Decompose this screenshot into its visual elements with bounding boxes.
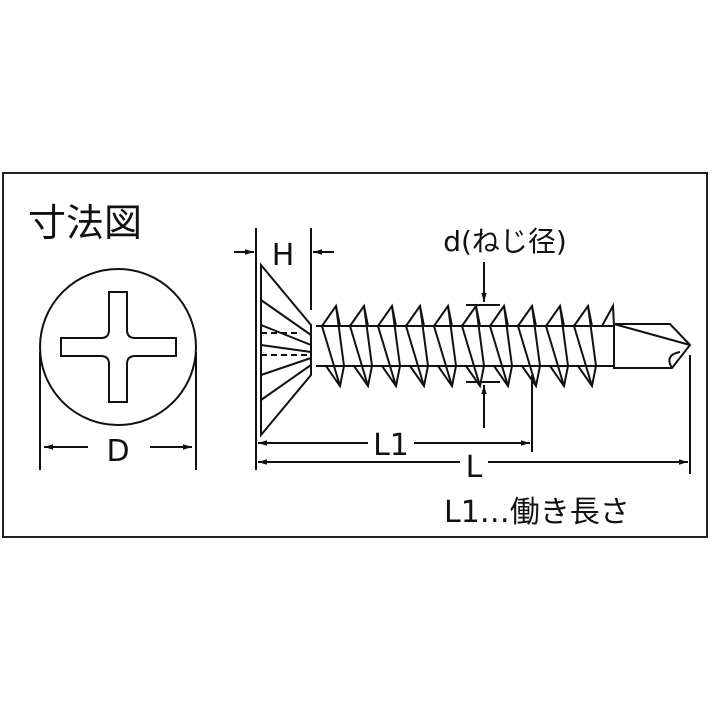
thread-diameter-label: d(ねじ径) — [443, 225, 567, 258]
working-length-label: L1 — [373, 428, 409, 463]
title: 寸法図 — [28, 201, 142, 245]
screw-side-view — [260, 262, 692, 438]
head-height-dimension — [234, 228, 334, 470]
head-top-view — [39, 268, 197, 470]
length-dimensions — [258, 355, 691, 474]
total-length-label: L — [466, 450, 483, 485]
head-diameter-label: D — [106, 434, 129, 469]
phillips-cross-icon — [60, 291, 177, 403]
head-height-label: H — [272, 238, 295, 273]
note-text: L1…働き長さ — [444, 495, 630, 530]
diagram-frame — [2, 172, 708, 538]
thread-diameter-dimension — [466, 262, 500, 428]
